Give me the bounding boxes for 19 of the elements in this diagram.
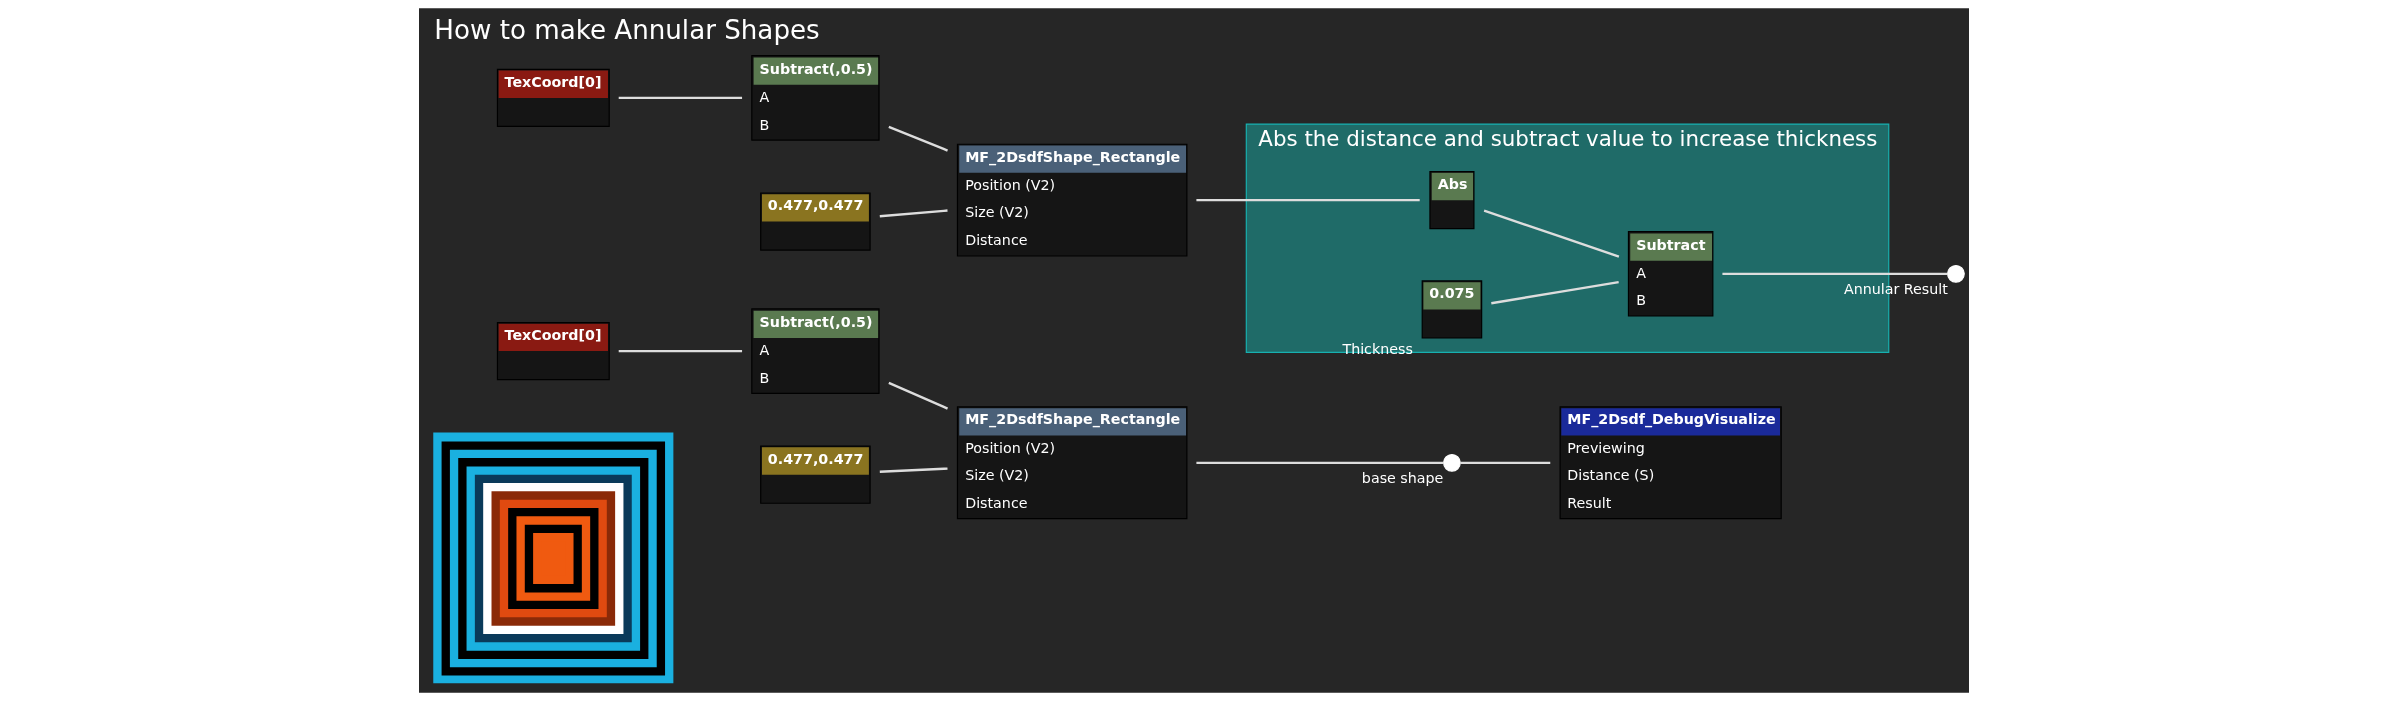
connector (1460, 461, 1551, 464)
connector (1491, 281, 1619, 305)
connector (1722, 272, 1948, 275)
connector (888, 381, 949, 410)
node-label: base shape (1361, 469, 1444, 486)
node-label: Thickness (1342, 341, 1413, 358)
node-circle (1443, 453, 1461, 472)
connector (879, 209, 948, 218)
node-label: Annular Result (1843, 280, 1948, 297)
connector (1196, 198, 1420, 202)
diagram-title: How to make Annular Shapes (434, 14, 820, 45)
connector (888, 125, 948, 152)
connector (1483, 209, 1620, 258)
connector (618, 96, 743, 100)
node-circle (1947, 264, 1965, 283)
connector (1196, 461, 1444, 464)
connector (879, 467, 948, 473)
node-picture (433, 432, 674, 684)
connector (618, 349, 743, 353)
